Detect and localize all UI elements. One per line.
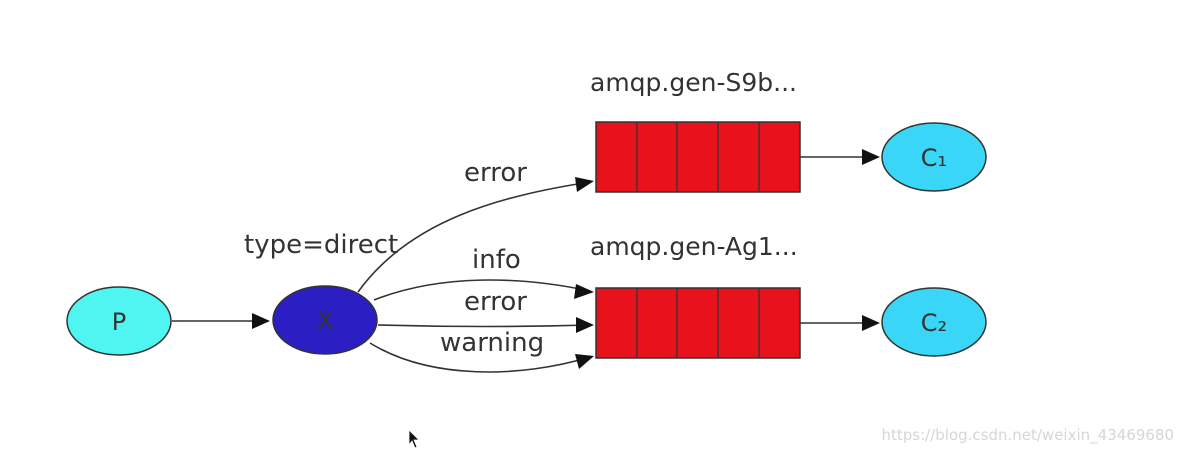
edge-exchange-to-queue1-error (357, 181, 591, 293)
watermark-text: https://blog.csdn.net/weixin_43469680 (881, 426, 1174, 445)
producer-node: P (66, 286, 172, 356)
queue-1-body (595, 121, 801, 193)
consumer-2-label: C₂ (921, 309, 947, 337)
queue-2: amqp.gen-Ag1... (590, 232, 801, 359)
edge-exchange-to-queue2-error (377, 324, 591, 328)
consumer-1-label: C₁ (921, 144, 947, 172)
consumer-1-node: C₁ (881, 122, 987, 192)
consumer-1-ellipse (881, 122, 987, 192)
edge-exchange-to-queue2-info (373, 279, 591, 301)
binding-label-queue1-error: error (464, 158, 527, 188)
mouse-cursor-icon (408, 429, 420, 449)
consumer-2-ellipse (881, 287, 987, 357)
edge-exchange-to-queue2-warning (369, 342, 591, 373)
exchange-ellipse (272, 285, 378, 355)
queue-1-name: amqp.gen-S9b... (590, 68, 797, 97)
exchange-node: X type=direct (244, 230, 398, 355)
producer-label: P (112, 308, 126, 336)
binding-label-queue2-error: error (464, 287, 527, 317)
arrowhead-queue2-error (576, 317, 594, 333)
arrowhead-producer-to-exchange (252, 313, 270, 329)
arrowhead-queue2-to-consumer2 (862, 315, 880, 331)
queue-2-name: amqp.gen-Ag1... (590, 232, 798, 261)
binding-label-queue2-warning: warning (440, 328, 544, 358)
arrowhead-queue2-info (574, 284, 594, 299)
queue-2-body (595, 287, 801, 359)
arrowhead-queue1-to-consumer1 (862, 149, 880, 165)
producer-ellipse (66, 286, 172, 356)
binding-label-queue2-info: info (472, 245, 521, 275)
queue-1: amqp.gen-S9b... (590, 68, 801, 193)
exchange-type-label: type=direct (244, 230, 398, 260)
exchange-label: X (317, 307, 333, 335)
arrowhead-queue1-error (575, 177, 594, 192)
arrowhead-queue2-warning (575, 354, 594, 369)
consumer-2-node: C₂ (881, 287, 987, 357)
